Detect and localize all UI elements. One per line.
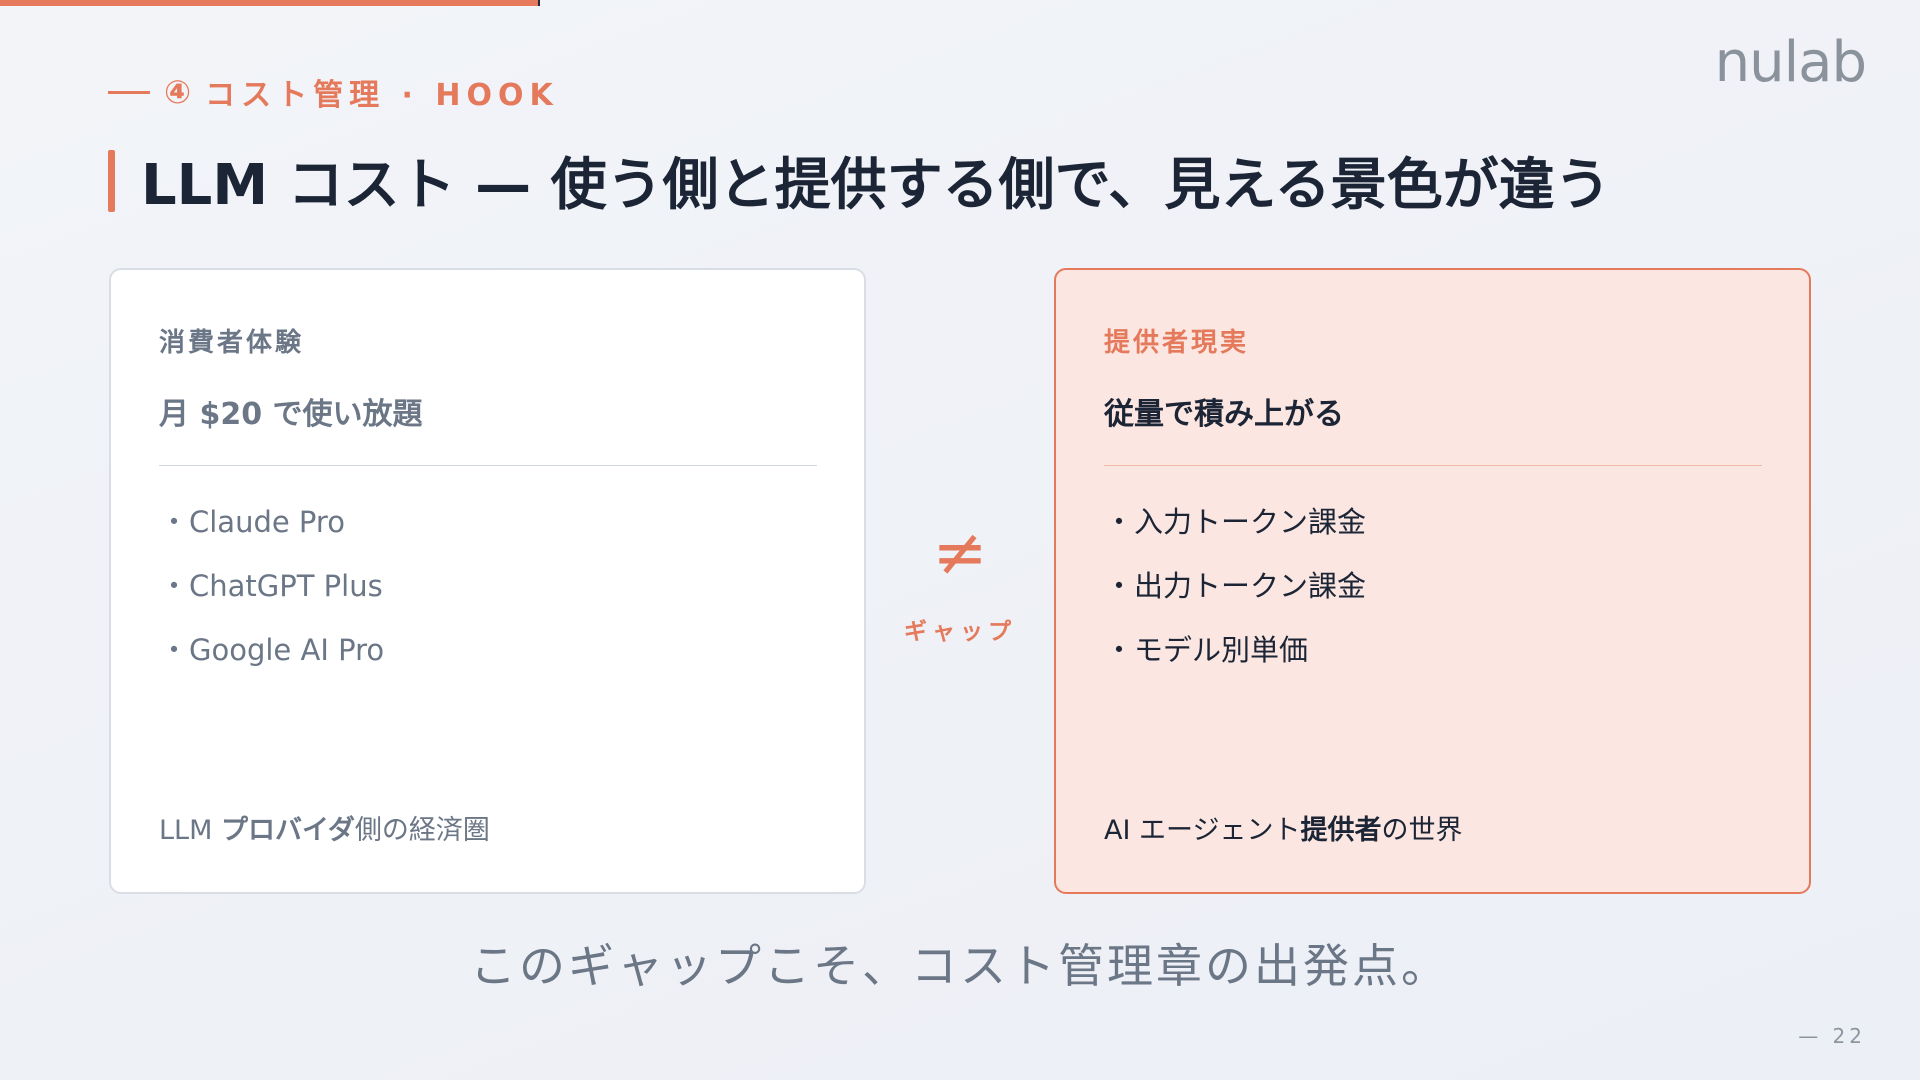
- not-equal-icon: ≠: [932, 514, 988, 591]
- footer-text-post: の世界: [1381, 815, 1463, 846]
- bullet-icon: ・: [159, 633, 189, 667]
- provider-card: 提供者現実 従量で積み上がる ・入力トークン課金 ・出力トークン課金 ・モデル別…: [1054, 268, 1811, 894]
- list-item: ・ChatGPT Plus: [159, 554, 816, 618]
- section-number: ④: [164, 73, 192, 111]
- bullet-icon: ・: [1104, 505, 1134, 539]
- bullet-icon: ・: [159, 505, 189, 539]
- list-item: ・Google AI Pro: [159, 618, 816, 682]
- nulab-logo: nulab: [1714, 30, 1867, 95]
- list-item: ・モデル別単価: [1104, 618, 1761, 682]
- list-item-text: ChatGPT Plus: [189, 569, 383, 603]
- title-accent-bar: [108, 149, 115, 212]
- provider-card-footer: AI エージェント提供者の世界: [1104, 808, 1462, 847]
- bullet-icon: ・: [1104, 633, 1134, 667]
- footer-text-pre: AI エージェント: [1104, 815, 1301, 846]
- provider-card-headline: 従量で積み上がる: [1104, 397, 1344, 432]
- list-item: ・Claude Pro: [159, 490, 816, 554]
- list-item-text: 出力トークン課金: [1134, 569, 1367, 603]
- list-item: ・出力トークン課金: [1104, 554, 1761, 618]
- page-number-dash: —: [1798, 1024, 1823, 1048]
- gap-label: ギャップ: [904, 619, 1016, 645]
- eyebrow-dash: [108, 90, 150, 94]
- consumer-card-label: 消費者体験: [159, 328, 305, 358]
- conclusion-text: このギャップこそ、コスト管理章の出発点。: [470, 939, 1450, 993]
- page-number-value: 22: [1832, 1024, 1866, 1048]
- consumer-list: ・Claude Pro ・ChatGPT Plus ・Google AI Pro: [159, 490, 816, 682]
- list-item-text: モデル別単価: [1134, 633, 1309, 667]
- section-label: コスト管理 · HOOK: [205, 78, 559, 113]
- slide-title-wrap: LLM コスト — 使う側と提供する側で、見える景色が違う: [108, 140, 1611, 221]
- list-item: ・入力トークン課金: [1104, 490, 1761, 554]
- footer-text-pre: LLM: [159, 815, 221, 846]
- progress-bar: [0, 0, 1920, 6]
- slide-title: LLM コスト — 使う側と提供する側で、見える景色が違う: [141, 153, 1611, 218]
- footer-text-bold: プロバイダ: [220, 815, 355, 846]
- list-item-text: Claude Pro: [189, 505, 345, 539]
- consumer-card: 消費者体験 月 $20 で使い放題 ・Claude Pro ・ChatGPT P…: [109, 268, 866, 894]
- provider-card-divider: [1104, 465, 1762, 466]
- progress-fill: [0, 0, 538, 6]
- consumer-card-divider: [159, 465, 817, 466]
- bullet-icon: ・: [159, 569, 189, 603]
- list-item-text: 入力トークン課金: [1134, 505, 1367, 539]
- consumer-card-footer: LLM プロバイダ側の経済圏: [159, 808, 490, 847]
- bullet-icon: ・: [1104, 569, 1134, 603]
- provider-list: ・入力トークン課金 ・出力トークン課金 ・モデル別単価: [1104, 490, 1761, 682]
- footer-text-bold: 提供者: [1300, 815, 1382, 846]
- provider-card-label: 提供者現実: [1104, 328, 1250, 358]
- list-item-text: Google AI Pro: [189, 633, 385, 667]
- progress-marker: [538, 0, 540, 6]
- page-number: — 22: [1798, 1024, 1866, 1048]
- footer-text-post: 側の経済圏: [354, 815, 490, 846]
- section-eyebrow: ④ コスト管理 · HOOK: [108, 70, 559, 114]
- consumer-card-headline: 月 $20 で使い放題: [159, 397, 423, 432]
